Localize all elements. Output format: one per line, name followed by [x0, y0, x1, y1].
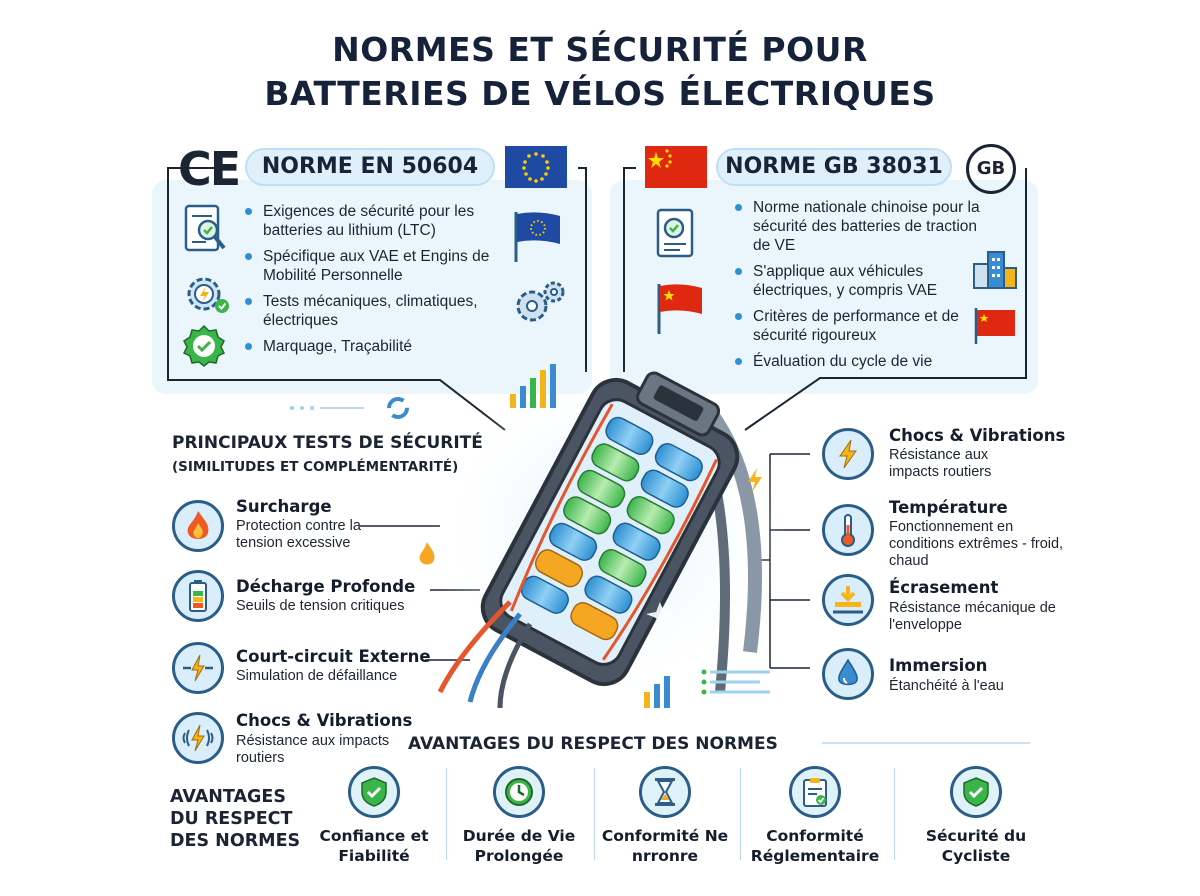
test-name-left: Décharge Profonde: [236, 577, 416, 596]
cn-bullet: Norme nationale chinoise pour la sécurit…: [735, 198, 997, 255]
battery-pack-illustration: [430, 362, 790, 709]
eu-bullet: Exigences de sécurité pour les batteries…: [245, 202, 505, 240]
clipboard-check-icon: [789, 766, 841, 818]
water-drop-icon: [822, 648, 874, 700]
battery-low-icon: [172, 570, 224, 622]
advantage-label: Confiance et Fiabilité: [319, 827, 429, 865]
flame-icon: [172, 500, 224, 552]
cn-bullet: Évaluation du cycle de vie: [735, 352, 997, 371]
advantages-title-side: AVANTAGES DU RESPECT DES NORMES: [170, 787, 301, 851]
test-name-right: Immersion: [889, 656, 988, 675]
advantage-label: Sécurité du Cycliste: [925, 827, 1027, 865]
advantages-title: AVANTAGES DU RESPECT DES NORMES: [408, 734, 778, 754]
lightning-icon: [822, 428, 874, 480]
advantage-separator: [894, 768, 895, 860]
clock-icon: [493, 766, 545, 818]
test-desc-right: Résistance aux impacts routiers: [889, 447, 992, 480]
cn-standard-bullets: Norme nationale chinoise pour la sécurit…: [735, 198, 997, 378]
eu-panel-outline: [167, 167, 506, 431]
test-desc-left: Seuils de tension critiques: [236, 598, 405, 614]
eu-bullet: Tests mécaniques, climatiques, électriqu…: [245, 292, 505, 330]
eu-flag-pole-icon: [514, 212, 560, 262]
lightning-icon: [172, 642, 224, 694]
china-flag-icon: [645, 146, 707, 188]
test-name-right: Chocs & Vibrations: [889, 426, 1066, 445]
test-desc-right: Fonctionnement en conditions extrêmes - …: [889, 519, 1064, 569]
shield-check-icon: [348, 766, 400, 818]
eu-flag-icon: [505, 146, 567, 188]
advantage-separator: [740, 768, 741, 860]
advantage-separator: [594, 768, 595, 860]
shield-check-icon: [950, 766, 1002, 818]
test-desc-left: Résistance aux impacts routiers: [236, 733, 390, 766]
eu-bullet: Spécifique aux VAE et Engins de Mobilité…: [245, 247, 505, 285]
cn-panel-outline: [623, 167, 636, 372]
test-desc-right: Étanchéité à l'eau: [889, 678, 1004, 694]
stats-decor-icon: [644, 669, 770, 708]
buildings-icon: [973, 251, 1017, 289]
document-search-icon: [184, 204, 226, 252]
test-desc-left: Protection contre la tension excessive: [236, 518, 361, 551]
title-line-2: BATTERIES DE VÉLOS ÉLECTRIQUES: [264, 74, 936, 113]
flame-decor-icon: [419, 542, 435, 565]
advantage-label: Durée de Vie Prolongée: [462, 827, 576, 865]
tests-section-subtitle: (SIMILITUDES ET COMPLÉMENTARITÉ): [172, 459, 459, 475]
test-desc-right: Résistance mécanique de l'enveloppe: [889, 600, 1056, 633]
cn-bullet: Critères de performance et de sécurité r…: [735, 307, 997, 345]
dots-decor-icon: [290, 397, 409, 419]
test-name-left: Chocs & Vibrations: [236, 711, 413, 730]
cn-panel-outline-right: [744, 168, 1027, 431]
advantage-label: Conformité Ne nrronre: [601, 827, 729, 865]
eu-bullet: Marquage, Traçabilité: [245, 337, 505, 356]
test-name-left: Surcharge: [236, 497, 332, 516]
gear-lightning-icon: [187, 277, 229, 313]
gb-mark-icon: GB: [966, 144, 1016, 194]
document-check-icon: [656, 208, 694, 258]
test-name-right: Écrasement: [889, 578, 999, 597]
advantage-label: Conformité Réglementaire: [750, 827, 880, 865]
cn-bullet: S'applique aux véhicules électriques, y …: [735, 262, 997, 300]
spark-decor-icon: [748, 468, 762, 492]
thermometer-icon: [822, 504, 874, 556]
crush-icon: [822, 574, 874, 626]
test-name-left: Court-circuit Externe: [236, 647, 431, 666]
bar-chart-decor-icon: [510, 364, 556, 408]
eu-standard-bullets: Exigences de sécurité pour les batteries…: [245, 202, 505, 363]
tests-section-title: PRINCIPAUX TESTS DE SÉCURITÉ: [172, 433, 483, 453]
test-desc-left: Simulation de défaillance: [236, 668, 398, 684]
hourglass-icon: [639, 766, 691, 818]
china-flag-small-icon: [974, 308, 1015, 344]
gears-icon: [516, 281, 565, 322]
test-name-right: Température: [889, 498, 1008, 517]
page-title: NORMES ET SÉCURITÉ POUR BATTERIES DE VÉL…: [0, 28, 1200, 116]
badge-check-icon: [182, 324, 226, 367]
vibration-icon: [172, 712, 224, 764]
china-flag-pole-icon: [657, 284, 702, 334]
advantage-separator: [446, 768, 447, 860]
title-line-1: NORMES ET SÉCURITÉ POUR: [332, 30, 868, 69]
cn-standard-title: NORME GB 38031: [716, 148, 952, 186]
eu-panel-outline-right: [578, 167, 587, 372]
eu-standard-title: NORME EN 50604: [245, 148, 495, 186]
ce-mark-icon: CE: [178, 142, 241, 196]
